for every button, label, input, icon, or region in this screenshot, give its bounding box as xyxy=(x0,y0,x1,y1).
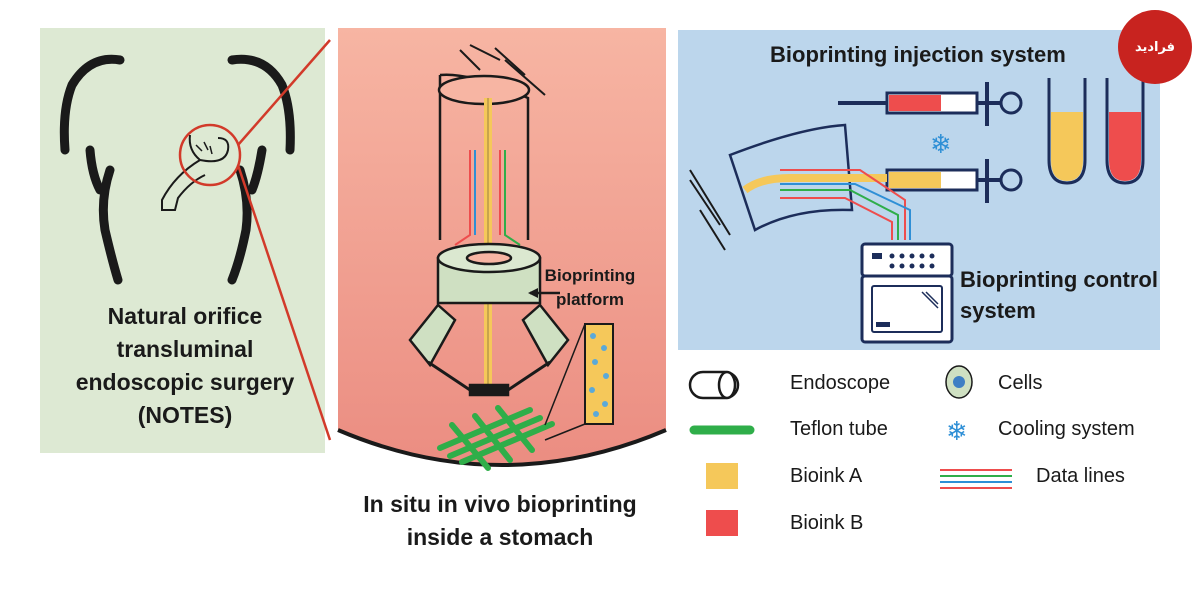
bioprinting-platform-drawing xyxy=(408,242,570,397)
legend-bioink-a-swatch xyxy=(706,463,738,489)
control-box-icon xyxy=(860,242,954,344)
legend-data-lines-icon xyxy=(940,469,1012,489)
stomach-caption: In situ in vivo bioprinting inside a sto… xyxy=(363,491,637,550)
legend-cells-label: Cells xyxy=(998,372,1043,394)
legend-cell-icon xyxy=(945,365,973,399)
bioink-tubes-icon xyxy=(1047,78,1145,185)
magnified-bioink-inset xyxy=(544,323,614,441)
legend-endoscope-label: Endoscope xyxy=(790,372,891,394)
zoom-lines xyxy=(236,39,332,441)
syringe-bioink-a-icon xyxy=(845,159,1023,203)
zoom-circle xyxy=(178,123,242,187)
stomach-wall-curve xyxy=(337,428,667,467)
legend-bioink-a-label: Bioink A xyxy=(790,465,863,487)
watermark-logo: فرادید xyxy=(1118,10,1192,84)
legend-data-lines-label: Data lines xyxy=(1036,465,1125,487)
printed-mesh-icon xyxy=(437,405,555,471)
snowflake-icon: ❄ xyxy=(930,130,952,160)
legend-teflon-label: Teflon tube xyxy=(790,418,888,440)
right-printing-tube xyxy=(742,174,887,194)
legend-cooling-label: Cooling system xyxy=(998,418,1135,440)
legend-cooling-icon: ❄ xyxy=(946,417,968,447)
data-lines-right xyxy=(780,169,911,240)
injection-system-title: Bioprinting injection system xyxy=(770,42,1066,67)
data-lines-inner xyxy=(454,150,521,246)
syringe-bioink-b-icon xyxy=(838,82,1023,126)
notes-caption: Natural orifice transluminal endoscopic … xyxy=(75,303,295,428)
legend-endoscope-icon xyxy=(688,370,740,400)
legend-bioink-b-label: Bioink B xyxy=(790,512,864,534)
platform-label: Bioprinting platform xyxy=(544,266,636,309)
legend-bioink-b-swatch xyxy=(706,510,738,536)
control-system-title: Bioprinting control system xyxy=(960,267,1158,323)
